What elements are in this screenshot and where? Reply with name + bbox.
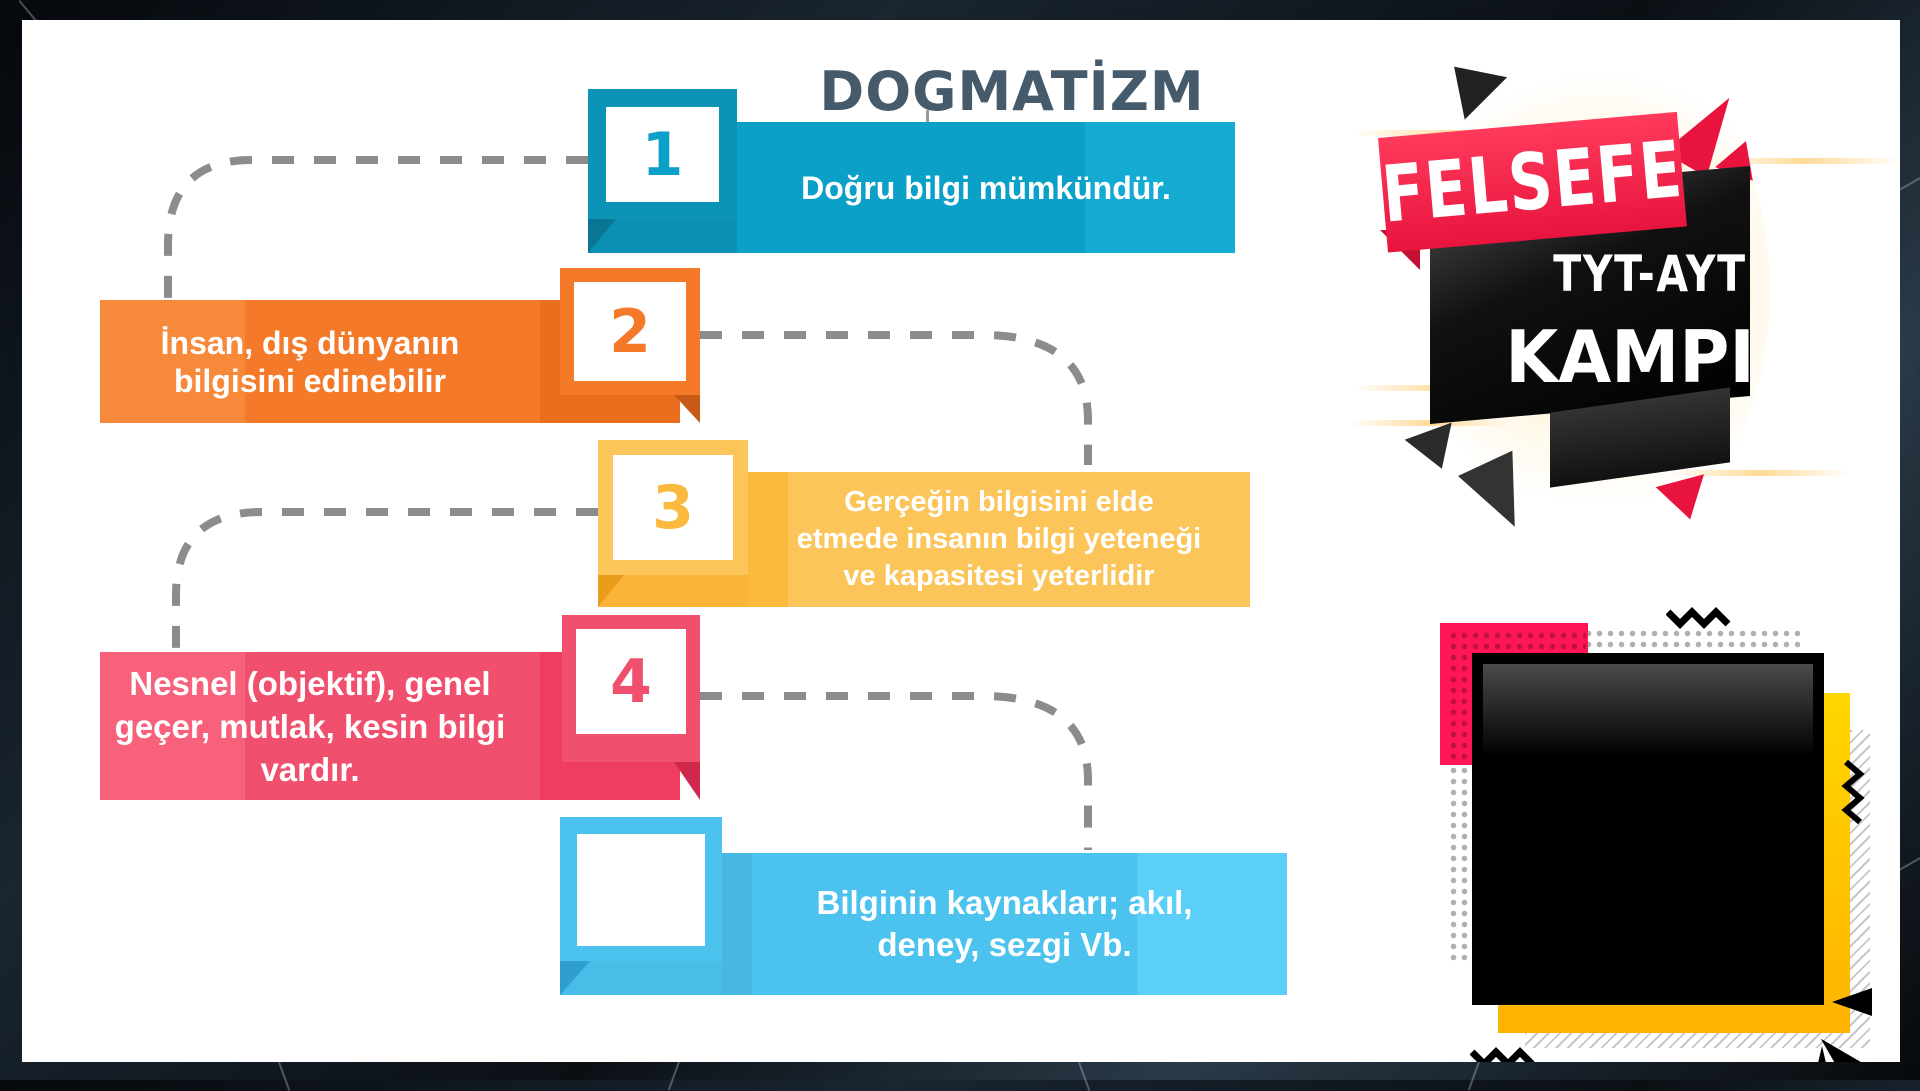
- background-line: [667, 1061, 680, 1091]
- step-3-number: 3: [613, 455, 733, 560]
- step-3-number-box: 3: [598, 440, 748, 575]
- dot-grid-left: [1448, 765, 1472, 965]
- logo-streak: [1710, 158, 1900, 164]
- logo-kampi-text: KAMPI: [1505, 315, 1755, 399]
- black-triangle-icon: [1832, 988, 1872, 1016]
- step-4-number: 4: [576, 629, 686, 734]
- background-line: [278, 1062, 291, 1091]
- slide: DOGMATİZM Doğru bilgi mümkündür. 1 İnsan…: [22, 20, 1900, 1062]
- photo-frame-decoration: [1430, 590, 1900, 1062]
- logo-tyt-ayt-text: TYT-AYT: [1553, 245, 1747, 303]
- step-5-fold-corner: [560, 961, 590, 995]
- logo-streak: [1670, 470, 1850, 476]
- zigzag-icon: [1666, 607, 1731, 629]
- step-1-number: 1: [606, 107, 719, 202]
- black-frame: [1472, 653, 1824, 1005]
- frame-inner: [1483, 664, 1813, 994]
- zigzag-icon: [1470, 1047, 1535, 1062]
- step-4-fold-corner: [674, 762, 700, 800]
- step-5-number-box: [560, 817, 722, 961]
- background-line: [1078, 1062, 1091, 1091]
- step-5-number: [577, 834, 705, 946]
- zigzag-icon: [1841, 759, 1865, 825]
- background-line: [1467, 1061, 1480, 1091]
- black-triangle-icon: [1814, 1046, 1830, 1062]
- step-4-number-box: 4: [562, 615, 700, 762]
- step-2-number: 2: [574, 282, 686, 381]
- step-3-fold-corner: [598, 575, 624, 607]
- step-1-number-box: 1: [588, 89, 737, 219]
- step-1-fold-corner: [588, 219, 616, 253]
- step-1-bar: Doğru bilgi mümkündür.: [737, 122, 1235, 253]
- logo-felsefe-text: FELSEFE: [1378, 124, 1687, 241]
- step-2-number-box: 2: [560, 268, 700, 395]
- dashed-connectors: [164, 156, 1092, 850]
- step-1-text: Doğru bilgi mümkündür.: [801, 169, 1171, 206]
- step-2-fold-corner: [674, 395, 700, 423]
- step-5-text: Bilginin kaynakları; akıl,deney, sezgi V…: [816, 884, 1193, 963]
- title-tick: [926, 110, 929, 122]
- step-5-bar: Bilginin kaynakları; akıl,deney, sezgi V…: [722, 853, 1287, 995]
- felsefe-logo: FELSEFE TYT-AYT KAMPI: [1350, 30, 1900, 550]
- page-title: DOGMATİZM: [819, 60, 1205, 123]
